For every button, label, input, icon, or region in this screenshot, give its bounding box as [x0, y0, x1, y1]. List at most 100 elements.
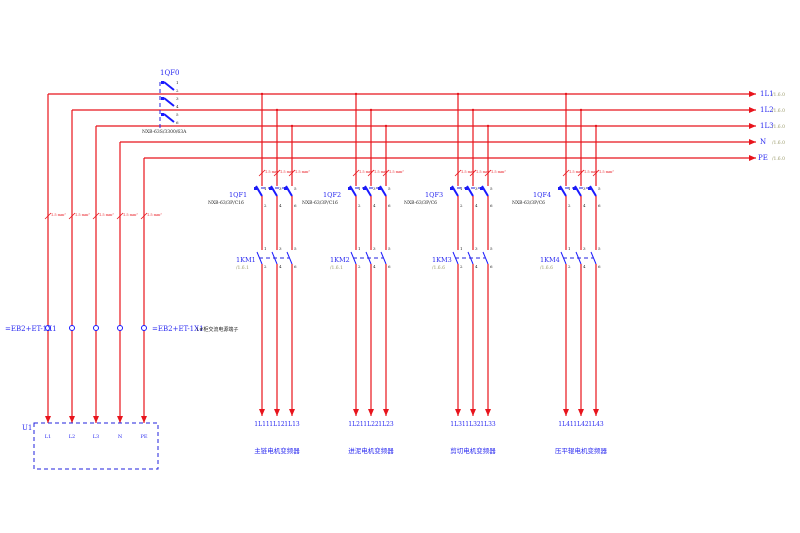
- terminal-label-left: =EB2+ET-1X1: [5, 325, 57, 333]
- cable-mark: [140, 212, 148, 220]
- breaker-pin: 2: [358, 203, 361, 208]
- breaker-trip: [161, 113, 164, 116]
- breaker-label: 1QF4: [533, 191, 551, 199]
- breaker-pin: 5: [490, 186, 493, 191]
- bus-arrow: [749, 107, 756, 113]
- breaker-pin: 6: [294, 203, 297, 208]
- main-breaker-label: 1QF0: [160, 69, 180, 77]
- breaker-pin: 5: [388, 186, 391, 191]
- contactor-pin: 3: [475, 246, 478, 251]
- breaker-contact: [163, 113, 175, 123]
- terminal-desc: 1#柜交流电源端子: [196, 326, 238, 333]
- cable-mark: [352, 169, 360, 177]
- contactor-pin: 1: [358, 246, 361, 251]
- cable-size-label: 1.5 mm²: [51, 213, 66, 217]
- cable-size-label: 1.5 mm²: [265, 170, 280, 174]
- breaker-label: 1QF3: [425, 191, 443, 199]
- contactor-pin: 2: [568, 264, 571, 269]
- bus-ref-N: /1.6.0: [772, 140, 785, 146]
- breaker-pin: 3: [279, 186, 282, 191]
- output-arrow: [563, 409, 569, 416]
- breaker-trip: [161, 81, 164, 84]
- output-arrow: [578, 409, 584, 416]
- output-arrow: [274, 409, 280, 416]
- feeder-arrow: [93, 416, 99, 423]
- breaker-pin: 6: [176, 120, 179, 125]
- contactor-pin: 5: [490, 246, 493, 251]
- breaker-pin: 4: [475, 203, 478, 208]
- breaker-pin: 4: [279, 203, 282, 208]
- output-arrow: [485, 409, 491, 416]
- breaker-spec: NXB-63/3P/C6: [404, 200, 437, 206]
- cable-mark: [382, 169, 390, 177]
- breaker-spec: NXB-63/3P/C6: [512, 200, 545, 206]
- output-arrow: [353, 409, 359, 416]
- terminal-point: [93, 325, 99, 331]
- breaker-pin: 3: [475, 186, 478, 191]
- cable-size-label: 1.5 mm²: [359, 170, 374, 174]
- contactor-label: 1KM1: [236, 256, 256, 264]
- cable-mark: [454, 169, 462, 177]
- cable-mark: [258, 169, 266, 177]
- bus-label-1L1: 1L1: [760, 90, 774, 98]
- contactor-pin: 2: [460, 264, 463, 269]
- device-label: U1: [22, 424, 32, 432]
- cable-size-label: 1.5 mm²: [584, 170, 599, 174]
- contactor-pin: 6: [490, 264, 493, 269]
- bus-ref-PE: /1.6.0: [772, 156, 785, 162]
- bus-arrow: [749, 91, 756, 97]
- cable-size-label: 1.5 mm²: [491, 170, 506, 174]
- breaker-pin: 2: [176, 88, 179, 93]
- output-label: 1L22: [363, 421, 379, 428]
- output-arrow: [259, 409, 265, 416]
- contactor-pin: 5: [294, 246, 297, 251]
- cable-size-label: 1.5 mm²: [476, 170, 491, 174]
- breaker-pin: 1: [264, 186, 267, 191]
- bus-arrow: [749, 123, 756, 129]
- breaker-pin: 1: [358, 186, 361, 191]
- contactor-pin: 6: [294, 264, 297, 269]
- breaker-pin: 6: [598, 203, 601, 208]
- output-label: 1L23: [378, 421, 394, 428]
- output-label: 1L33: [480, 421, 496, 428]
- cable-size-label: 1.5 mm²: [599, 170, 614, 174]
- output-arrow: [383, 409, 389, 416]
- bus-arrow: [749, 139, 756, 145]
- bus-arrow: [749, 155, 756, 161]
- device-pin-label: N: [118, 434, 123, 440]
- cable-mark: [68, 212, 76, 220]
- output-label: 1L41: [558, 421, 573, 428]
- cable-mark: [92, 212, 100, 220]
- contactor-contact: [482, 251, 489, 265]
- contactor-pin: 6: [598, 264, 601, 269]
- bus-ref-1L2: /1.6.0: [772, 108, 785, 114]
- branch-name: 剪切电机变频器: [450, 446, 496, 455]
- cable-size-label: 1.5 mm²: [389, 170, 404, 174]
- contactor-ref: /1.6.1: [330, 265, 343, 271]
- contactor-contact: [380, 251, 387, 265]
- device-pin-label: L3: [93, 434, 100, 440]
- cable-size-label: 1.5 mm²: [374, 170, 389, 174]
- cable-mark: [116, 212, 124, 220]
- breaker-pin: 1: [460, 186, 463, 191]
- breaker-pin: 5: [598, 186, 601, 191]
- cable-size-label: 1.5 mm²: [569, 170, 584, 174]
- contactor-pin: 3: [373, 246, 376, 251]
- output-label: 1L32: [465, 421, 481, 428]
- contactor-pin: 1: [264, 246, 267, 251]
- terminal-point: [141, 325, 147, 331]
- breaker-pin: 5: [176, 112, 179, 117]
- cable-mark: [288, 169, 296, 177]
- cable-mark: [367, 169, 375, 177]
- output-arrow: [455, 409, 461, 416]
- breaker-pin: 4: [373, 203, 376, 208]
- cable-mark: [484, 169, 492, 177]
- output-label: 1L42: [573, 421, 589, 428]
- feeder-arrow: [45, 416, 51, 423]
- contactor-pin: 3: [279, 246, 282, 251]
